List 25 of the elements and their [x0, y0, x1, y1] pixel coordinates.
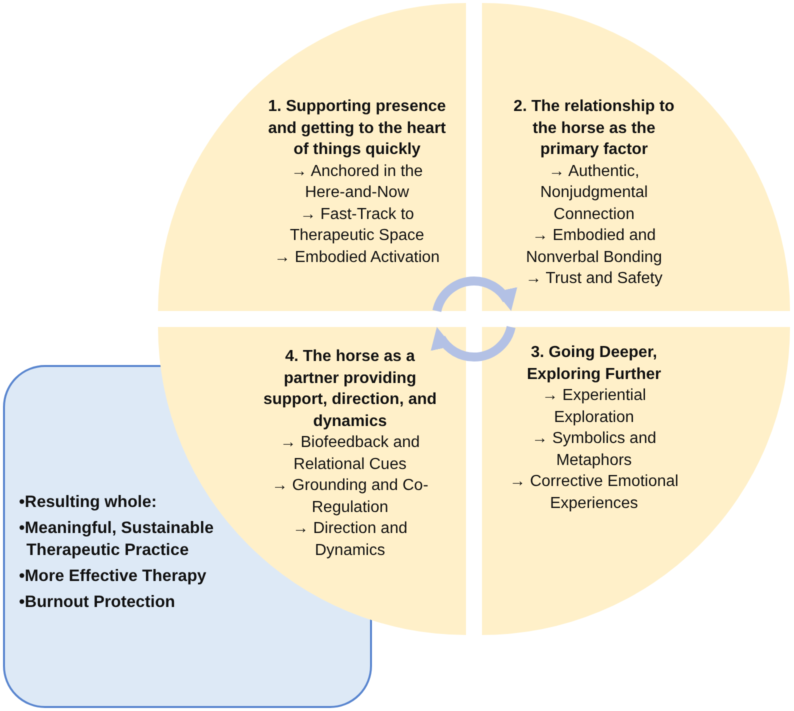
quadrant-item: → Symbolics and Metaphors — [530, 429, 658, 470]
bullet-item: •Meaningful, Sustainable Therapeutic Practice — [19, 518, 215, 561]
quadrant-heading: 3. Going Deeper, Exploring Further — [526, 343, 662, 384]
quadrant-item: → Corrective Emotional Experiences — [508, 472, 680, 514]
cycle-arrow — [432, 276, 516, 312]
cycle-arrow — [432, 326, 516, 362]
quadrant-item: → Experiential Exploration — [540, 386, 648, 428]
quadrant-heading: 4. The horse as a partner providing support, direction, and dynamics — [262, 347, 438, 432]
quadrant-segment — [482, 327, 790, 635]
bullet-item: •Resulting whole: — [19, 492, 158, 513]
quadrant-item: → Embodied Activation — [274, 248, 440, 268]
quadrant-segment — [482, 3, 790, 311]
quadrant-item: → Embodied and Nonverbal Bonding — [524, 226, 664, 268]
quadrant-item: → Anchored in the Here-and-Now — [290, 162, 424, 203]
bullet-item: •Burnout Protection — [19, 592, 176, 613]
quadrant-item: → Biofeedback and Relational Cues — [279, 433, 421, 474]
quadrant-item: → Trust and Safety — [524, 269, 664, 289]
quadrant-segment — [158, 3, 466, 311]
quadrant-item: → Direction and Dynamics — [292, 519, 408, 560]
quadrant-item: → Fast-Track to Therapeutic Space — [288, 204, 426, 246]
quadrant-heading: 2. The relationship to the horse as the primary factor — [512, 97, 676, 160]
quadrant-heading: 1. Supporting presence and getting to the heart of things quickly — [267, 97, 447, 160]
quadrant-item: → Authentic, Nonjudgmental Connection — [539, 162, 649, 224]
bullet-item: •More Effective Therapy — [19, 566, 208, 587]
quadrant-item: → Grounding and Co-Regulation — [270, 476, 430, 518]
